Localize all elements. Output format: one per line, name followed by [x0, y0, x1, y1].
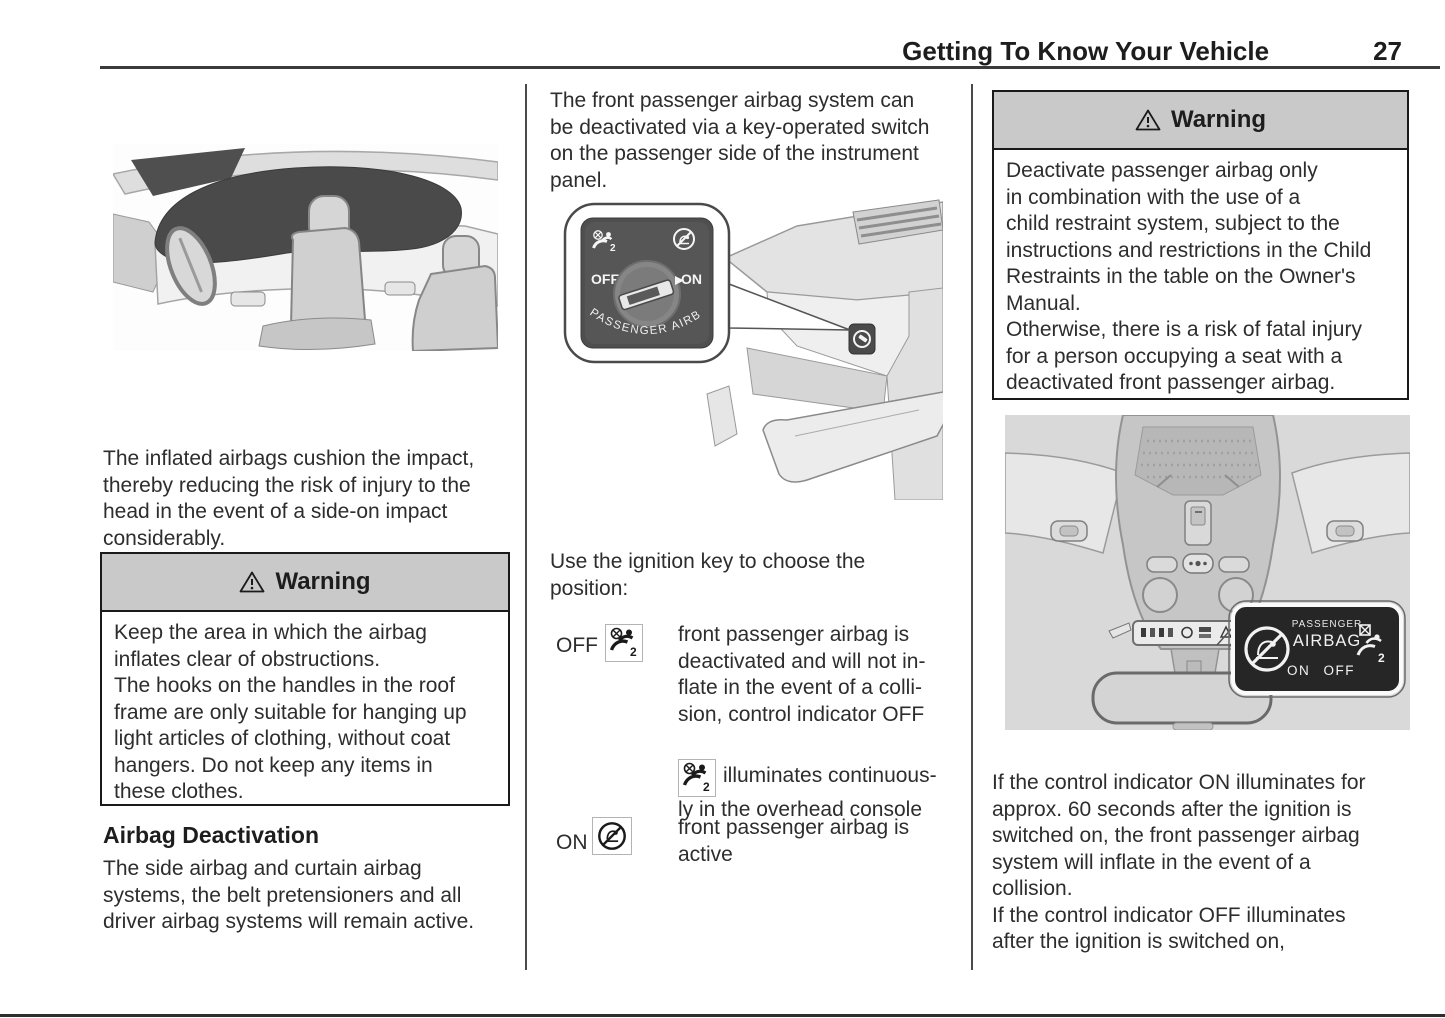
warning-header-right: Warning [994, 92, 1407, 150]
airbag-off-glyph: 2 [592, 230, 616, 254]
speaker-grille [1134, 426, 1262, 496]
section-heading-airbag-deactivation: Airbag Deactivation [103, 822, 319, 848]
column-divider-1 [525, 84, 527, 970]
warning-title-right: Warning [1170, 106, 1267, 133]
warning-body: Keep the area in which the airbag inflat… [114, 621, 467, 803]
sun-visor-left [1005, 452, 1124, 554]
no-child-seat-glyph [673, 228, 695, 250]
warning-triangle-icon [240, 571, 265, 593]
page-header: Getting To Know Your Vehicle 27 [100, 36, 1402, 67]
header-rule [100, 66, 1440, 69]
door-handle-front [230, 291, 266, 307]
reading-lamp-left [1142, 577, 1178, 613]
switch-location [848, 323, 876, 355]
visor-clip-right [1326, 520, 1364, 542]
position-row-on: ON front passenger airbag is active [550, 815, 950, 868]
off-indicator-note: 2 illuminates continuous- ly in the over… [678, 732, 958, 823]
ignition-instruction: Use the ignition key to choose the posit… [550, 550, 866, 600]
switch-callout: 2 OFF ON [557, 196, 731, 364]
warning-title: Warning [275, 568, 371, 595]
switch-on-label: ON [681, 271, 702, 287]
airbag-off-glyph: 2 [1356, 624, 1385, 665]
on-description: front passenger airbag is active [678, 816, 910, 866]
warning-box-right: Warning Deactivate passenger airbag only… [992, 90, 1409, 400]
light-switches [1146, 553, 1250, 574]
page-title: Getting To Know Your Vehicle [902, 36, 1270, 66]
glove-box-hinge [706, 385, 738, 447]
visor-clip-left [1050, 520, 1088, 542]
front-seat [258, 195, 376, 351]
left-section-paragraph: The side airbag and curtain airbag syste… [103, 857, 475, 933]
lid-detail [794, 409, 920, 437]
windshield-area [131, 148, 245, 196]
airbag-switch-illustration: 2 OFF ON [557, 196, 943, 500]
passenger-airbag-label-callout: PASSENGER AIRBAG ON OFF 2 [1228, 600, 1406, 698]
warning-body-right: Deactivate passenger airbag only in comb… [1006, 159, 1372, 394]
column-divider-2 [971, 84, 973, 970]
rear-seat [411, 235, 498, 351]
air-vent [852, 199, 943, 245]
page-bottom-rule [0, 1014, 1445, 1017]
page-number: 27 [1373, 36, 1402, 66]
curtain-airbag-illustration [113, 144, 498, 351]
right-body-paragraph: If the control indicator ON illuminates … [992, 771, 1366, 953]
airbag-deactivated-indicator-icon: 2 [678, 758, 716, 797]
no-rear-facing-child-seat-icon [592, 817, 632, 855]
svg-text:2: 2 [703, 780, 710, 794]
steering-wheel [165, 226, 217, 306]
off-indicator-text: illuminates continuous- ly in the overhe… [678, 763, 937, 821]
svg-text:2: 2 [1378, 651, 1385, 665]
overhead-console-illustration: PASSENGER AIRBAG ON OFF 2 [1005, 415, 1410, 730]
console-label-on-off: ON OFF [1287, 663, 1355, 678]
switch-off-label: OFF [591, 271, 619, 287]
console-label-passenger: PASSENGER [1292, 619, 1363, 630]
off-position-label: OFF [556, 634, 598, 657]
key [618, 279, 675, 311]
warning-triangle-icon [1135, 109, 1161, 131]
off-description: front passenger airbag is deactivated an… [678, 623, 926, 726]
door-handle-rear [384, 281, 416, 296]
on-position-label: ON [556, 831, 588, 854]
airbag-deactivated-icon: 2 [605, 624, 643, 662]
no-child-seat-glyph [1244, 626, 1290, 672]
console-label-airbag: AIRBAG [1293, 632, 1361, 650]
warning-header: Warning [102, 554, 508, 612]
rearview-mirror [1091, 660, 1273, 730]
svg-text:2: 2 [610, 243, 616, 254]
svg-text:2: 2 [630, 645, 637, 659]
warning-box-left: Warning Keep the area in which the airba… [100, 552, 510, 806]
key-cylinder [613, 260, 684, 328]
position-arrow [675, 276, 684, 285]
middle-intro-paragraph: The front passenger airbag system can be… [550, 89, 930, 192]
sun-visor-right [1291, 452, 1410, 554]
sunroof-switch [1184, 500, 1212, 546]
position-row-off: OFF 2 front passenger airbag is deactiva… [550, 622, 950, 728]
left-intro-paragraph: The inflated airbags cushion the impact,… [103, 447, 475, 550]
